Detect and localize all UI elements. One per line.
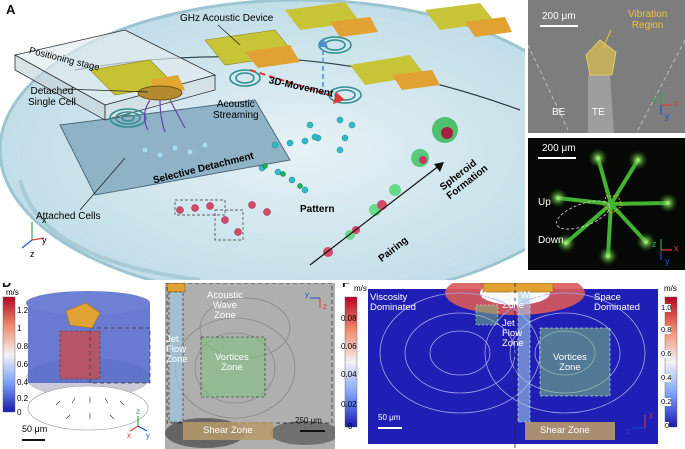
f-colorbar-right	[664, 296, 678, 428]
d-tick-6: 0	[17, 408, 22, 417]
d-axis-z: z	[136, 407, 140, 416]
panel-c-fluorescence	[528, 138, 685, 270]
vibration-region	[585, 39, 617, 76]
label-f: F	[342, 283, 350, 290]
f-left-tick-3: 0.02	[341, 400, 357, 409]
f-jet-zone-label: Jet Flow Zone	[502, 318, 524, 349]
f-right-tick-c: 0.6	[661, 349, 672, 358]
vortex-left	[109, 108, 147, 128]
f-shear-label: Shear Zone	[540, 425, 590, 436]
f-right-tick-e: 0.2	[661, 397, 672, 406]
e-vortices-label: Vortices Zone	[215, 352, 249, 373]
te-label: TE	[592, 107, 605, 118]
panel-e: Acoustic Wave Zone Jet Flow Zone Vortice…	[165, 283, 335, 449]
d-axis-x: x	[127, 431, 131, 440]
pattern-label: Pattern	[300, 204, 335, 215]
f-axis-z: z	[626, 427, 630, 436]
d-scale-label: 50 μm	[22, 424, 48, 434]
panel-c: 200 μm Up Down z x y C	[528, 138, 685, 270]
f-left-tick-1: 0.06	[341, 342, 357, 351]
panel-b: 200 μm Vibration Region BE TE z x y B	[528, 0, 685, 133]
f-left-tick-2: 0.04	[341, 370, 357, 379]
spheroid-cells	[411, 117, 458, 167]
d-unit: m/s	[6, 288, 19, 297]
up-label: Up	[538, 197, 551, 208]
b-axis-z: z	[652, 94, 657, 104]
c-axis-y: y	[665, 256, 670, 266]
b-axis-x: x	[674, 98, 679, 108]
panel-f-simulation	[344, 283, 678, 449]
panel-e-micrograph	[165, 283, 335, 449]
panel-f: m/s 0.08 0.06 0.04 0.02 0 m/s 1.0 Viscos…	[340, 283, 685, 449]
d-tick-4: 0.4	[17, 378, 29, 387]
d-tick-5: 0.2	[17, 394, 29, 403]
f-unit-left: m/s	[354, 284, 367, 293]
b-scale-label: 200 μm	[542, 11, 576, 22]
f-axis-y: y	[649, 410, 653, 419]
d-tick-2: 0.8	[17, 342, 29, 351]
f-vortices-zone	[539, 327, 611, 397]
ghz-device-label: GHz Acoustic Device	[180, 13, 274, 24]
ghz-device	[245, 45, 300, 68]
down-label: Down	[538, 235, 564, 246]
f-left-tick-0: 0.08	[341, 314, 357, 323]
attached-cells-label: Attached Cells	[36, 211, 101, 222]
d-tick-0: 1.2	[17, 306, 29, 315]
e-shear-label: Shear Zone	[203, 425, 253, 436]
axis-x-label: x	[42, 215, 47, 225]
detached-cell	[137, 85, 183, 101]
f-right-tick-b: 0.8	[661, 325, 672, 334]
f-right-tick-d: 0.4	[661, 373, 672, 382]
label-d: D	[2, 283, 11, 290]
d-axis-y: y	[146, 431, 150, 440]
e-acoustic-zone-label: Acoustic Wave Zone	[207, 290, 243, 321]
f-right-tick-f: 0	[665, 421, 670, 430]
axis-y-label: y	[42, 235, 47, 245]
e-axis-y: y	[305, 290, 309, 299]
b-axis-y: y	[665, 111, 670, 121]
f-acoustic-zone-label: Acoustic Wave Zone	[482, 290, 545, 311]
axis-z-label: z	[30, 249, 35, 259]
e-vortices-zone	[200, 336, 266, 398]
f-scale-label: 50 μm	[378, 413, 401, 422]
c-axis-z: z	[652, 239, 657, 249]
e-scale-label: 250 μm	[295, 416, 322, 425]
f-shear-zone	[525, 422, 615, 440]
e-jet-zone-label: Jet Flow Zone	[166, 334, 188, 365]
d-colorbar	[2, 296, 16, 413]
c-scale-label: 200 μm	[542, 143, 576, 154]
d-tick-1: 1	[17, 324, 22, 333]
f-viscosity-label: Viscosity Dominated	[370, 292, 416, 313]
dashed-pattern	[176, 201, 271, 236]
f-vortices-label: Vortices Zone	[553, 352, 587, 373]
panel-a: A Positioning stage GHz Acoustic Device …	[0, 0, 525, 280]
c-axis-x: x	[674, 243, 679, 253]
panel-a-illustration	[0, 0, 525, 280]
vibration-region-label: Vibration Region	[628, 9, 668, 31]
detached-cell-label: Detached Single Cell	[28, 86, 76, 108]
panel-b-micrograph	[528, 0, 685, 133]
f-space-label: Space Dominated	[594, 292, 640, 313]
movement-arrow	[249, 69, 346, 101]
panel-d-simulation	[2, 291, 151, 441]
label-a: A	[6, 2, 16, 17]
acoustic-streaming-label: Acoustic Streaming	[213, 99, 259, 121]
e-shear-zone	[183, 422, 273, 440]
f-colorbar-left	[344, 296, 358, 428]
e-axis-z: z	[323, 302, 327, 311]
f-left-tick-4: 0	[348, 422, 353, 431]
d-tick-3: 0.6	[17, 360, 29, 369]
be-label: BE	[552, 107, 566, 118]
panel-d: m/s 1.2 1 0.8 0.6 0.4 0.2 0 50 μm x z y …	[0, 283, 158, 449]
pattern-cells	[258, 116, 356, 194]
f-unit-right: m/s	[664, 284, 677, 293]
f-right-tick-a: 1.0	[661, 303, 672, 312]
